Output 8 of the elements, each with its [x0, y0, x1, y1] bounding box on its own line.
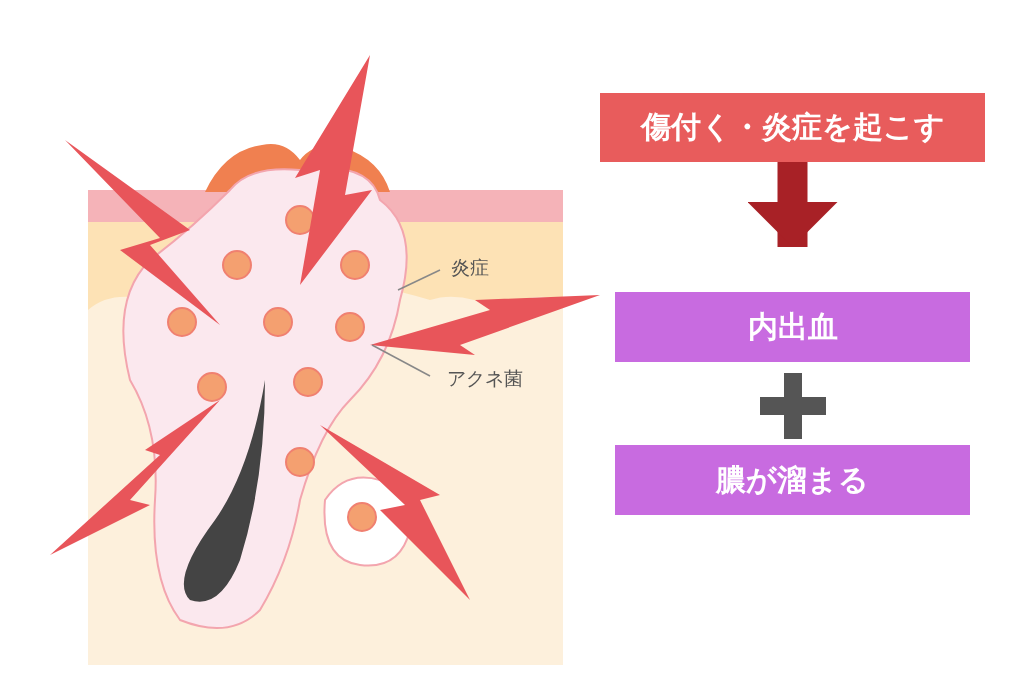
step-box: 傷付く・炎症を起こす	[600, 93, 985, 162]
callout-label: アクネ菌	[430, 365, 540, 393]
arrow	[747, 162, 838, 247]
leader-line	[397, 269, 441, 291]
callout-label: 炎症	[440, 254, 500, 282]
result-box: 内出血	[615, 292, 970, 362]
result-box: 膿が溜まる	[615, 445, 970, 515]
leader-line	[371, 344, 431, 377]
